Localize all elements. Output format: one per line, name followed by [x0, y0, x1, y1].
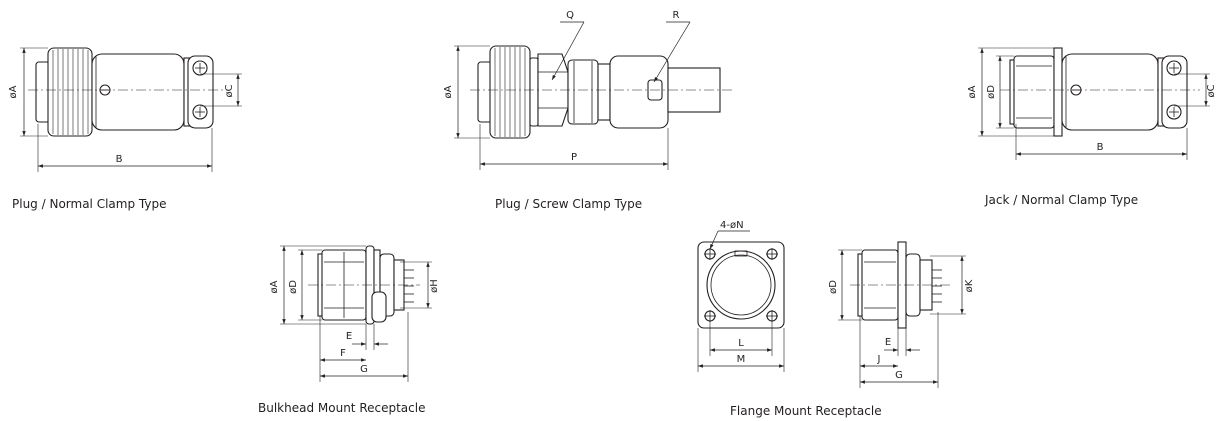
dim-label-d: øD [288, 280, 299, 294]
dim-label-j: J [877, 354, 881, 365]
dim-label-f: F [340, 348, 346, 359]
dim-label-m: M [737, 354, 746, 365]
bulkhead-mount-receptacle-view: øA øD øH E F G Bulkhead Mount Receptacle [258, 245, 440, 415]
dim-label-d: øD [986, 85, 997, 99]
dim-label-e: E [885, 337, 891, 348]
dim-label-d: øD [828, 280, 839, 294]
dim-label-g: G [360, 364, 368, 375]
dim-label-a: øA [967, 85, 978, 98]
dim-label-p: P [571, 152, 577, 163]
dim-label-b: B [1097, 142, 1104, 153]
dim-label-l: L [738, 338, 744, 349]
dim-label-h: øH [429, 279, 440, 293]
jack-normal-clamp-view: øA øD øC B Jack / Normal Clamp Type [967, 47, 1217, 207]
caption-plug-screw-clamp: Plug / Screw Clamp Type [495, 197, 642, 211]
flange-mount-front-view: 4-øN L M [697, 220, 785, 372]
dim-label-q: Q [566, 10, 574, 21]
dim-label-a: øA [443, 85, 454, 98]
dim-label-g: G [895, 370, 903, 381]
dim-label-n: 4-øN [720, 220, 744, 231]
dim-label-c: øC [1206, 84, 1217, 97]
dim-label-a: øA [8, 85, 19, 98]
dim-label-k: øK [964, 279, 975, 292]
caption-bulkhead-mount: Bulkhead Mount Receptacle [258, 401, 425, 415]
flange-mount-side-view: øD øK E J G [828, 241, 975, 388]
plug-screw-clamp-view: øA P Q R Plug / Screw Clamp Type [443, 10, 735, 211]
dim-label-r: R [673, 10, 680, 21]
dim-label-c: øC [224, 84, 235, 97]
dim-label-e: E [346, 331, 352, 342]
dim-label-b: B [116, 154, 123, 165]
caption-jack-normal-clamp: Jack / Normal Clamp Type [984, 193, 1138, 207]
caption-plug-normal-clamp: Plug / Normal Clamp Type [12, 197, 166, 211]
caption-flange-mount: Flange Mount Receptacle [730, 404, 882, 418]
plug-normal-clamp-view: øA øC B Plug / Normal Clamp Type [8, 47, 242, 211]
dim-label-a: øA [269, 280, 280, 293]
